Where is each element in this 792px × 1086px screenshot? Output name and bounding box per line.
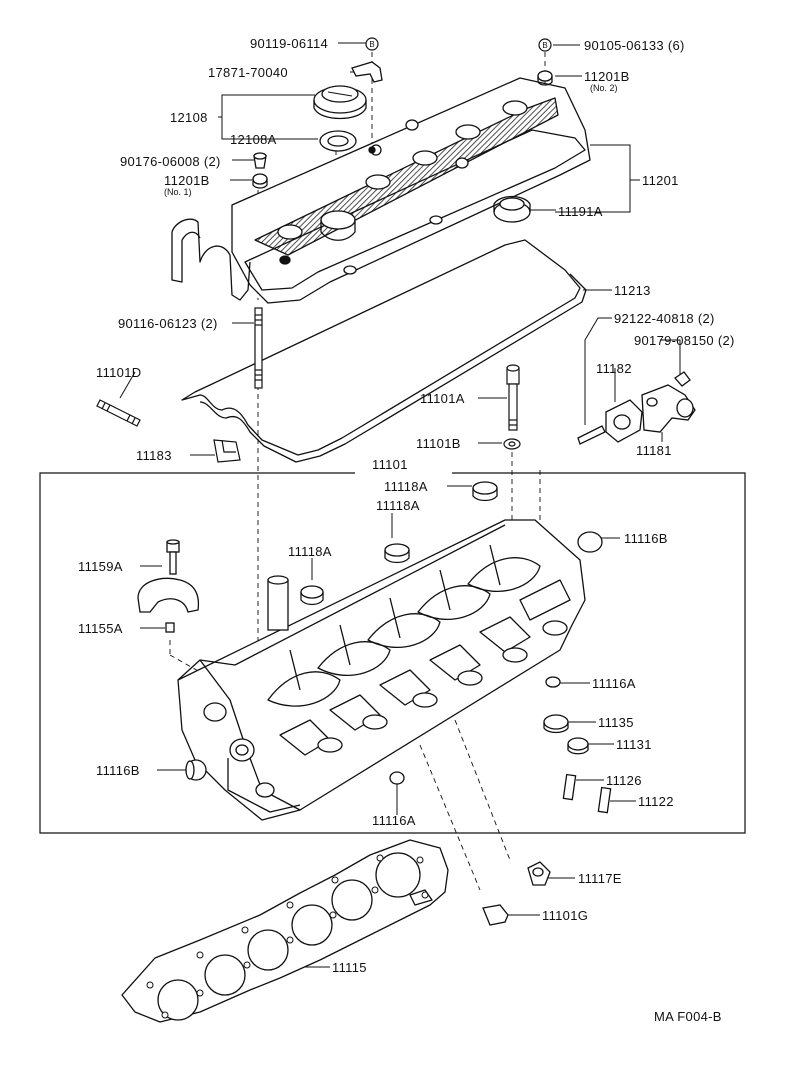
head-cover-gasket (181, 239, 587, 463)
label-11118a-top: 11118A (384, 479, 428, 494)
label-11101: 11101 (372, 457, 408, 472)
label-11131: 11131 (616, 737, 652, 752)
plug-and-dowel (482, 861, 551, 926)
label-12108: 12108 (170, 110, 208, 125)
label-11201b-no2: 11201B (584, 69, 630, 84)
label-11116b-right: 11116B (624, 531, 668, 546)
svg-text:B: B (369, 40, 374, 49)
label-90179-08150: 90179-08150 (2) (634, 333, 735, 348)
label-11126: 11126 (606, 773, 642, 788)
bracket-11183 (213, 439, 241, 463)
label-11101b: 11101B (416, 436, 461, 451)
label-11201b-no1: 11201B (164, 173, 210, 188)
label-11213: 11213 (614, 283, 651, 298)
stud-bolt (254, 307, 263, 389)
label-90119-06114: 90119-06114 (250, 36, 328, 51)
label-11122: 11122 (638, 794, 674, 809)
bolt-mark-b-letters: B B (369, 40, 547, 50)
label-11101g: 11101G (542, 908, 589, 923)
bolt-mark-b (365, 37, 552, 52)
cylinder-head-gasket (121, 839, 449, 1023)
diagram-reference-code: MA F004-B (654, 1009, 722, 1024)
hose-clip (351, 61, 383, 156)
label-11183: 11183 (136, 448, 172, 463)
oil-filler-cap (313, 85, 367, 152)
label-12108a: 12108A (230, 132, 277, 147)
head-small-parts (137, 481, 612, 814)
label-90105-06133: 90105-06133 (6) (584, 38, 685, 53)
label-11118a-left: 11118A (288, 544, 332, 559)
stud-11101d (96, 399, 141, 427)
label-11101a: 11101A (420, 391, 465, 406)
label-11116a-bottom: 11116A (372, 813, 416, 828)
cylinder-head-frame (39, 472, 746, 834)
grommets (252, 70, 553, 189)
water-outlet (577, 371, 696, 445)
label-11135: 11135 (598, 715, 634, 730)
label-11115: 11115 (332, 960, 367, 975)
head-bolt (503, 364, 521, 450)
label-11191a: 11191A (558, 204, 603, 219)
label-11117e: 11117E (578, 871, 622, 886)
leader-lines (119, 42, 681, 968)
cover-bolt-bosses (277, 100, 528, 275)
label-11116a-right: 11116A (592, 676, 636, 691)
label-11116b-left: 11116B (96, 763, 140, 778)
label-11155a: 11155A (78, 621, 123, 636)
label-11159a: 11159A (78, 559, 123, 574)
cylinder-head-cover (171, 77, 591, 304)
label-11201: 11201 (642, 173, 679, 188)
svg-text:B: B (542, 41, 547, 50)
label-11201b-no1-sub: (No. 1) (164, 187, 192, 197)
label-11201b-no2-sub: (No. 2) (590, 83, 618, 93)
spark-plug-tube-seal (493, 195, 531, 223)
label-11101d: 11101D (96, 365, 142, 380)
label-90176-06008: 90176-06008 (2) (120, 154, 221, 169)
label-11118a-middle: 11118A (376, 498, 420, 513)
cylinder-head (177, 519, 586, 821)
label-11182: 11182 (596, 361, 632, 376)
label-92122-40818: 92122-40818 (2) (614, 311, 715, 326)
label-90116-06123: 90116-06123 (2) (118, 316, 218, 331)
label-17871-70040: 17871-70040 (208, 65, 288, 80)
label-11181: 11181 (636, 443, 672, 458)
